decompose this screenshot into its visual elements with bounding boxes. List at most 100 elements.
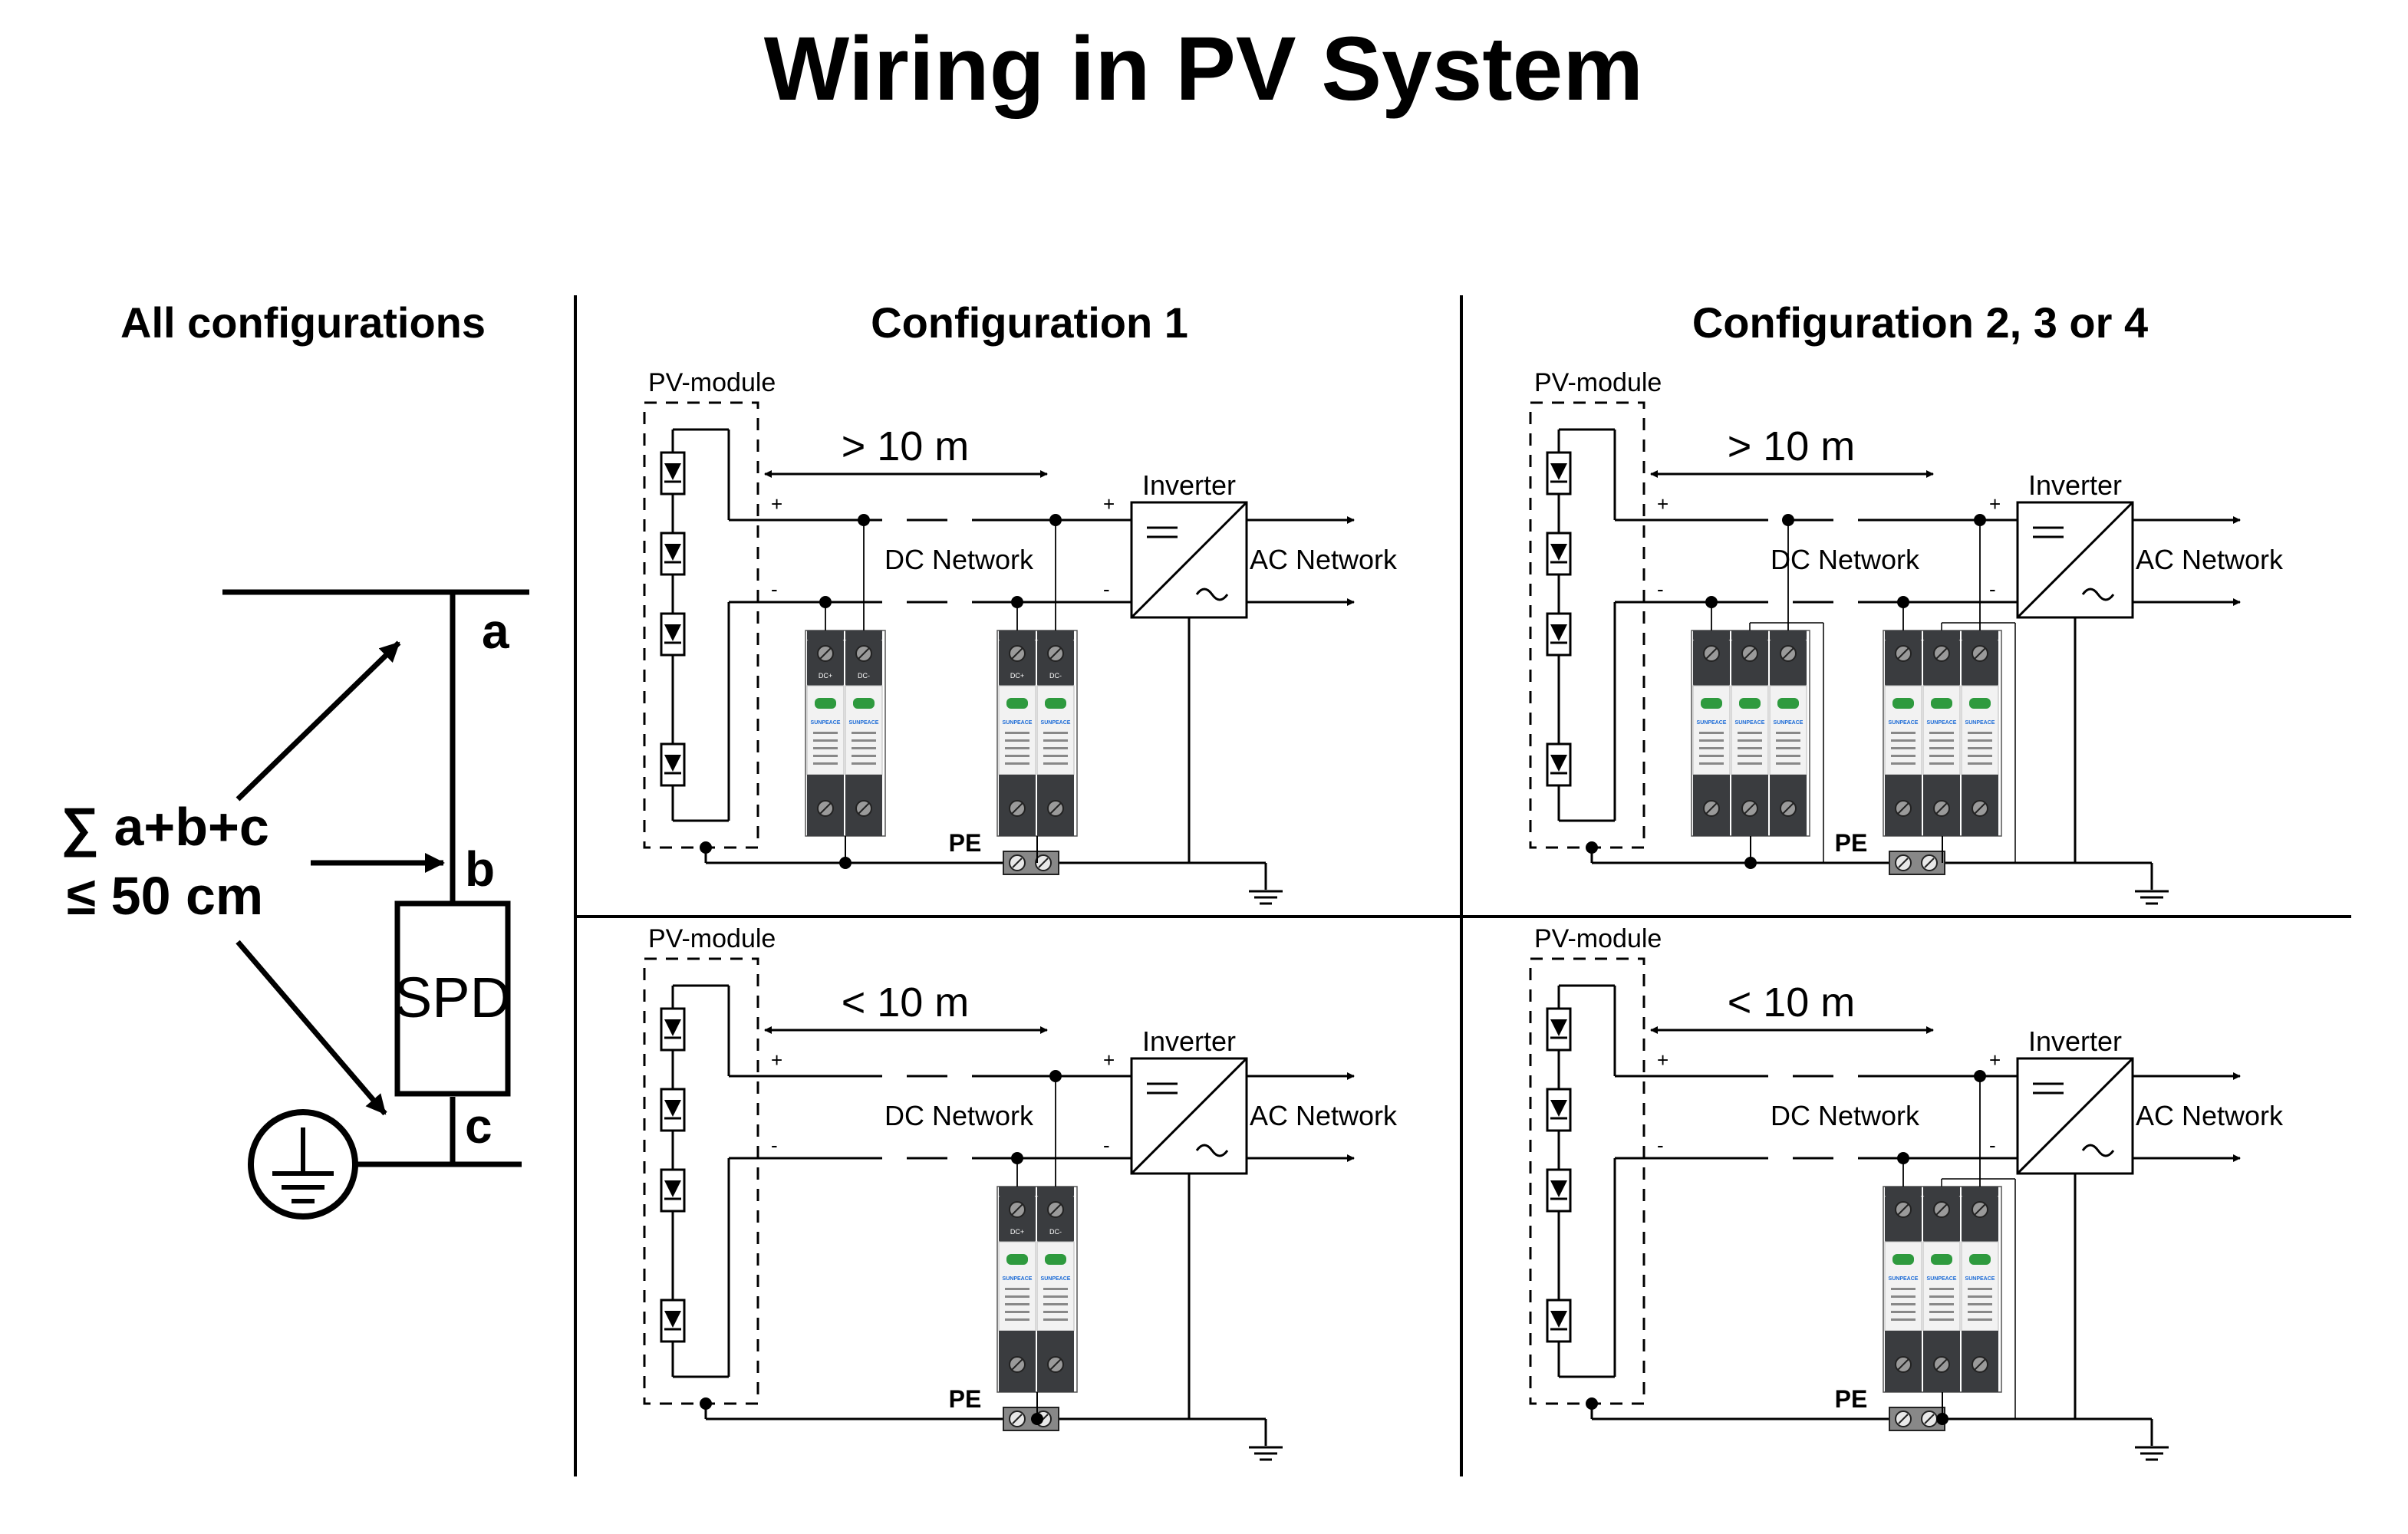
diode-triangle [664, 1100, 681, 1117]
diode-triangle [1550, 463, 1567, 480]
formula-sum: ∑ a+b+c [61, 797, 269, 858]
spec-line [1043, 732, 1068, 734]
spec-line [1891, 762, 1916, 765]
brand-text: SUNPEACE [1889, 1276, 1919, 1282]
ground-icon [1249, 1446, 1283, 1461]
spec-line [813, 739, 838, 742]
pole-cap [999, 1187, 1036, 1196]
inverter-diagonal [2016, 501, 2134, 619]
spec-line [1891, 1295, 1916, 1298]
spec-line [1968, 732, 1992, 734]
wire-gap [882, 599, 907, 605]
pole-top-block [807, 640, 844, 686]
screw-slot [1012, 858, 1023, 868]
status-indicator [853, 698, 875, 709]
dc-network-label: DC Network [1771, 544, 1920, 575]
label-b: b [465, 841, 495, 897]
spec-line [1043, 762, 1068, 765]
wire-gap [947, 599, 972, 605]
pv-frame-earth-dot [700, 841, 712, 854]
inverter-label: Inverter [2028, 469, 2122, 501]
spec-line [1043, 755, 1068, 757]
screw-slot [1935, 647, 1948, 660]
inverter-icon [1130, 501, 1248, 619]
label-a: a [482, 604, 509, 659]
screw-slot [1974, 1203, 1986, 1216]
screw-slot [1935, 1203, 1948, 1216]
plus-sign: + [1989, 1048, 2001, 1071]
wire-gap [882, 1073, 907, 1079]
status-indicator [1892, 698, 1914, 709]
diode-triangle [664, 1019, 681, 1036]
spec-line [852, 755, 876, 757]
spec-line [1891, 1311, 1916, 1313]
spd-pole: SUNPEACE [1961, 1187, 1999, 1392]
dc-network-label: DC Network [884, 1100, 1034, 1131]
junction-dot [1705, 596, 1718, 608]
earth-ground-icon [248, 1109, 358, 1220]
screw-slot [1049, 1203, 1062, 1216]
wire-gap [882, 517, 907, 523]
inverter-icon [1130, 1057, 1248, 1175]
wire-gap [947, 1155, 972, 1161]
ac-network-label: AC Network [2136, 544, 2284, 575]
spec-line [1005, 1288, 1029, 1290]
brand-text: SUNPEACE [1965, 720, 1995, 726]
diode-triangle [1550, 1180, 1567, 1197]
spec-line [1005, 1318, 1029, 1321]
pe-terminal-block [1889, 1407, 1945, 1431]
diode-triangle [664, 1180, 681, 1197]
inverter-diagonal [1130, 1057, 1248, 1175]
screw-slot [1898, 858, 1909, 868]
spec-line [1929, 1311, 1954, 1313]
junction-dot [858, 514, 870, 526]
spec-line [1968, 755, 1992, 757]
junction-dot [1897, 1152, 1909, 1164]
spd-pole: SUNPEACE [1731, 630, 1769, 836]
circuit-panel-config1-short: PV-module+-+-< 10 mDC NetworkInverterAC … [643, 924, 1398, 1461]
pv-frame-earth-dot [1586, 841, 1598, 854]
plus-sign: + [1989, 492, 2001, 515]
diode-triangle [664, 624, 681, 641]
minus-sign: - [1657, 578, 1664, 601]
plus-sign: + [1657, 492, 1668, 515]
pole-top-block [1885, 1196, 1922, 1242]
diode-triangle [1550, 1100, 1567, 1117]
status-indicator [1045, 698, 1066, 709]
spec-line [1005, 747, 1029, 749]
brand-text: SUNPEACE [1041, 1276, 1071, 1282]
spd-pole: DC-SUNPEACE [845, 630, 883, 836]
screw-slot [1897, 1203, 1909, 1216]
plus-sign: + [1103, 492, 1115, 515]
spec-line [1968, 762, 1992, 765]
spec-line [1043, 739, 1068, 742]
terminal-label: DC- [858, 672, 870, 680]
spec-line [1968, 1288, 1992, 1290]
brand-text: SUNPEACE [811, 720, 841, 726]
ac-network-label: AC Network [1250, 1100, 1398, 1131]
wire-gap [1833, 1155, 1858, 1161]
formula-limit: ≤ 50 cm [67, 866, 263, 926]
terminal-label: DC+ [1010, 672, 1024, 680]
diode-triangle [664, 544, 681, 561]
screw-slot [1011, 1358, 1023, 1371]
ac-network-label: AC Network [1250, 544, 1398, 575]
brand-text: SUNPEACE [1965, 1276, 1995, 1282]
diode-triangle [1550, 544, 1567, 561]
status-indicator [1701, 698, 1722, 709]
screw-slot [1974, 802, 1986, 815]
screw-slot [1011, 647, 1023, 660]
minus-sign: - [771, 578, 778, 601]
pv-cell-icon [1546, 532, 1572, 576]
wire-gap [1833, 1073, 1858, 1079]
junction-dot [1974, 514, 1986, 526]
spec-line [813, 732, 838, 734]
spec-line [1005, 755, 1029, 757]
brand-text: SUNPEACE [1927, 1276, 1957, 1282]
spec-line [1738, 762, 1762, 765]
pe-terminal-block [1003, 851, 1059, 875]
spec-line [1043, 1311, 1068, 1313]
distance-label: < 10 m [842, 979, 970, 1025]
